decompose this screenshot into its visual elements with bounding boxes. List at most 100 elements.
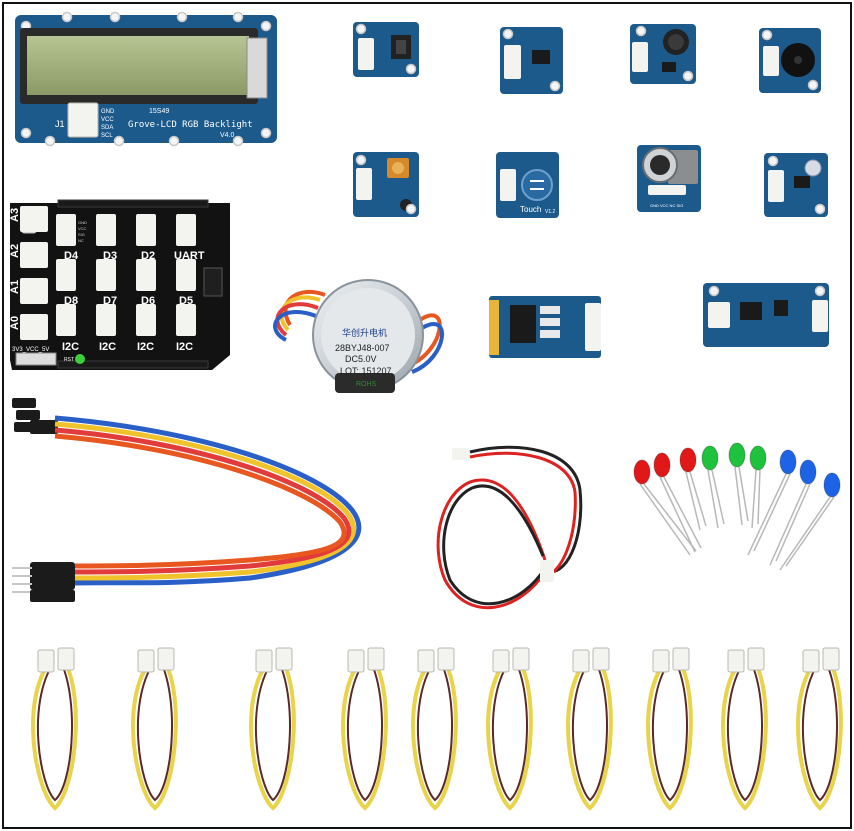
grove-connector: [275, 647, 293, 671]
motor-model: 28BYJ48-007: [335, 343, 390, 353]
led-bulb: [679, 447, 697, 473]
shield-digital-connectors: [56, 214, 196, 336]
grove-connector: [652, 649, 670, 673]
touch-version: V1.2: [545, 209, 556, 215]
lcd-pin-sda: SDA: [101, 125, 113, 131]
grove-connector: [255, 649, 273, 673]
port-d7: D7: [103, 295, 117, 307]
grove-cable-loop: [31, 660, 78, 811]
led-leg: [779, 496, 835, 571]
port-d4: D4: [64, 250, 79, 262]
grove-connector: [572, 649, 590, 673]
led-bulb: [701, 445, 719, 471]
pin-label-vcc: VCC: [78, 226, 87, 231]
grove-cable-wire: [416, 661, 453, 802]
port-a1: A1: [9, 280, 21, 294]
button-module: [353, 22, 419, 77]
led-bulb: [823, 472, 841, 498]
port-i2c-3: I2C: [137, 341, 154, 353]
lcd-pin-gnd: GND: [101, 109, 115, 115]
motor-rohs: ROHS: [356, 381, 377, 388]
motor-brand: 华创升电机: [342, 327, 387, 338]
led-leg: [707, 469, 725, 529]
grove-cable-wire: [726, 661, 763, 802]
led-set: [633, 442, 841, 571]
rotary-pin-strip: GND VCC NC SIG: [650, 203, 683, 208]
port-d2: D2: [141, 250, 155, 262]
buzzer-module: [759, 28, 821, 93]
grove-cable-wire: [571, 661, 608, 802]
light-sensor-module: [353, 152, 419, 217]
grove-connector: [822, 647, 840, 671]
microphone-module: [630, 24, 696, 84]
lcd-version: V4.0: [220, 132, 235, 139]
power-led: [75, 354, 85, 364]
grove-connector: [137, 649, 155, 673]
lcd-code: 15S49: [149, 108, 169, 115]
grove-connector: [57, 647, 75, 671]
grove-connector: [367, 647, 385, 671]
led-leg: [685, 471, 707, 531]
led-leg: [659, 476, 702, 553]
grove-connector: [492, 649, 510, 673]
led-bulb: [633, 459, 651, 485]
grove-cable-loop: [486, 660, 533, 811]
shield-analog-connectors: [20, 206, 48, 340]
grove-cable-wire: [801, 661, 838, 802]
grove-cable-loop: [249, 660, 296, 811]
led-leg: [769, 483, 811, 566]
motor-voltage: DC5.0V: [345, 354, 377, 364]
grove-connector: [347, 649, 365, 673]
grove-cable-wire: [36, 661, 73, 802]
led-leg: [751, 469, 761, 529]
grove-connector: [437, 647, 455, 671]
lcd-pin-vcc: VCC: [101, 117, 114, 123]
rainbow-jumper-cable: [12, 398, 362, 602]
led-bulb: [779, 449, 797, 475]
led-bulb: [653, 452, 671, 478]
grove-connector: [672, 647, 690, 671]
grove-cable-loop: [341, 660, 388, 811]
lcd-screen: [27, 36, 249, 95]
port-i2c-2: I2C: [99, 341, 116, 353]
grove-connector: [37, 649, 55, 673]
grove-connector: [512, 647, 530, 671]
grove-cable-loop: [721, 660, 768, 811]
grove-connector: [592, 647, 610, 671]
led-bulb: [799, 459, 817, 485]
grove-cable-wire: [491, 661, 528, 802]
grove-cable-wire: [651, 661, 688, 802]
grove-cable-loop: [566, 660, 613, 811]
port-a3: A3: [9, 208, 21, 222]
grove-connector: [802, 649, 820, 673]
port-i2c-4: I2C: [176, 341, 193, 353]
lcd-title: Grove-LCD RGB Backlight: [128, 120, 253, 130]
grove-connector: [157, 647, 175, 671]
base-shield: A3 A2 A1 A0 D4 D3 D2 UART D8 D7 D6 D5 I2…: [9, 199, 230, 370]
reset-label: RST: [64, 357, 74, 363]
led-bulb: [749, 445, 767, 471]
sensor-board: [703, 283, 829, 347]
led-bulb: [728, 442, 746, 468]
grove-cable-wire: [136, 661, 173, 802]
led-leg: [734, 466, 749, 526]
grove-cable-loop: [411, 660, 458, 811]
port-a2: A2: [9, 244, 21, 258]
led-leg: [639, 483, 697, 556]
port-uart: UART: [174, 250, 205, 262]
led-socket-module: [764, 153, 828, 217]
grove-cable-loop: [796, 660, 843, 811]
led-leg: [747, 473, 791, 556]
grove-cable-loop: [646, 660, 693, 811]
motor-lot: LOT: 151207: [340, 366, 392, 376]
port-a0: A0: [9, 316, 21, 330]
grove-connector: [747, 647, 765, 671]
grove-cable-wire: [254, 661, 291, 802]
rotary-angle-module: GND VCC NC SIG: [637, 145, 701, 212]
sound-module: [500, 27, 563, 94]
port-d6: D6: [141, 295, 155, 307]
grove-connector: [727, 649, 745, 673]
grove-connector: [417, 649, 435, 673]
touch-label: Touch: [520, 205, 541, 214]
